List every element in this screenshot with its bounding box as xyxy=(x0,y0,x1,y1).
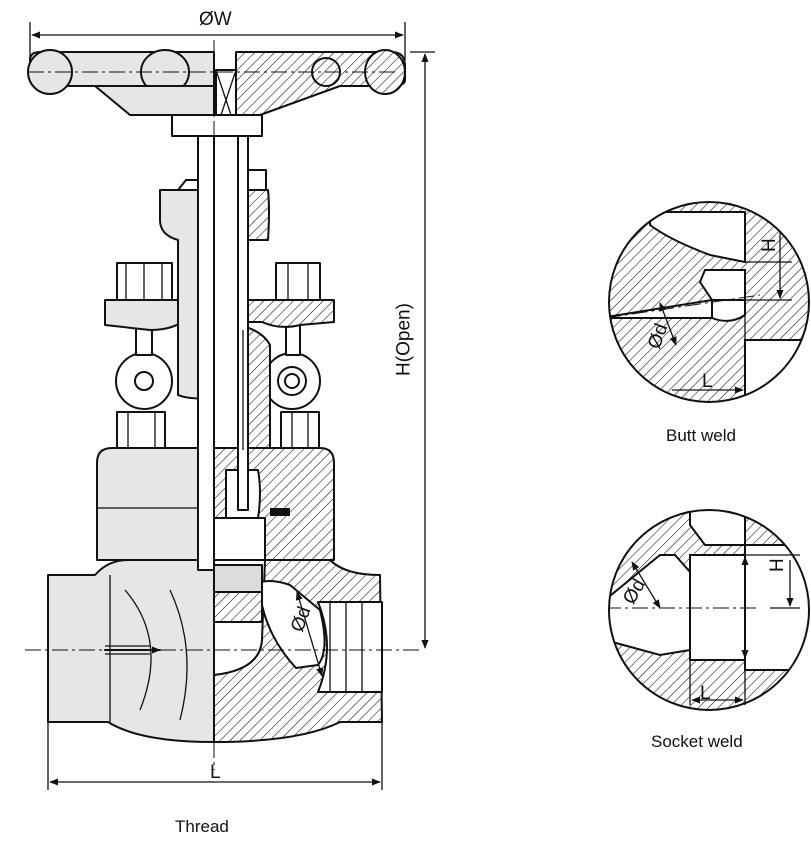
butt-weld-caption: Butt weld xyxy=(666,426,736,445)
socket-weld-detail xyxy=(608,509,810,711)
length-dimension xyxy=(47,722,383,790)
socket-weld-l-label: L xyxy=(700,683,711,704)
butt-weld-l-label: L xyxy=(702,371,713,392)
height-dimension xyxy=(410,51,435,649)
width-dimension xyxy=(29,22,406,60)
socket-weld-caption: Socket weld xyxy=(651,732,743,751)
width-dim-label: ØW xyxy=(199,9,232,30)
length-dim-label: L xyxy=(210,762,221,783)
valve-stem xyxy=(197,69,249,571)
gland-flange xyxy=(104,299,335,331)
valve-bonnet xyxy=(96,447,335,561)
gland-bolts xyxy=(115,262,321,449)
valve-body xyxy=(47,559,383,743)
socket-weld-h-label: H xyxy=(767,558,788,572)
main-caption: Thread xyxy=(175,817,229,836)
height-dim-label: H(Open) xyxy=(393,303,415,376)
valve-elevation xyxy=(25,40,420,770)
butt-weld-h-label: H xyxy=(759,238,780,252)
